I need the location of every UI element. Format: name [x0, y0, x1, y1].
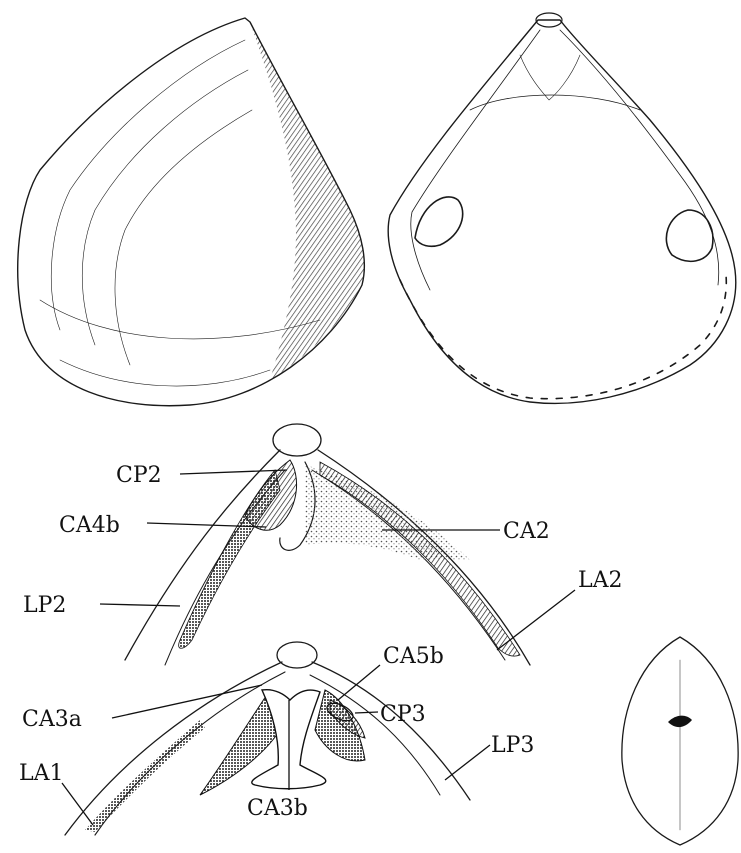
label-ca3b: CA3b: [247, 796, 308, 821]
label-ca5b: CA5b: [383, 644, 444, 669]
label-la2: LA2: [578, 568, 623, 593]
label-ca2: CA2: [503, 519, 550, 544]
dorsal-view: [622, 637, 738, 845]
label-ca3a: CA3a: [22, 707, 82, 732]
label-cp2: CP2: [116, 463, 162, 488]
la2-leader: [497, 590, 575, 650]
shell-exterior-view: [18, 18, 365, 406]
cp2-leader: [180, 470, 287, 474]
cp3-leader: [355, 712, 378, 713]
label-ca4b: CA4b: [59, 513, 120, 538]
ca3a-leader: [112, 685, 262, 718]
lp3-leader: [445, 745, 490, 780]
upper-hinge-detail: [125, 424, 530, 665]
label-la1: LA1: [19, 761, 64, 786]
shell-interior-view: [388, 13, 736, 403]
label-lp3: LP3: [491, 733, 534, 758]
label-lp2: LP2: [23, 593, 66, 618]
ca5b-leader: [338, 665, 380, 700]
lp2-leader: [100, 604, 180, 606]
label-cp3: CP3: [380, 702, 426, 727]
